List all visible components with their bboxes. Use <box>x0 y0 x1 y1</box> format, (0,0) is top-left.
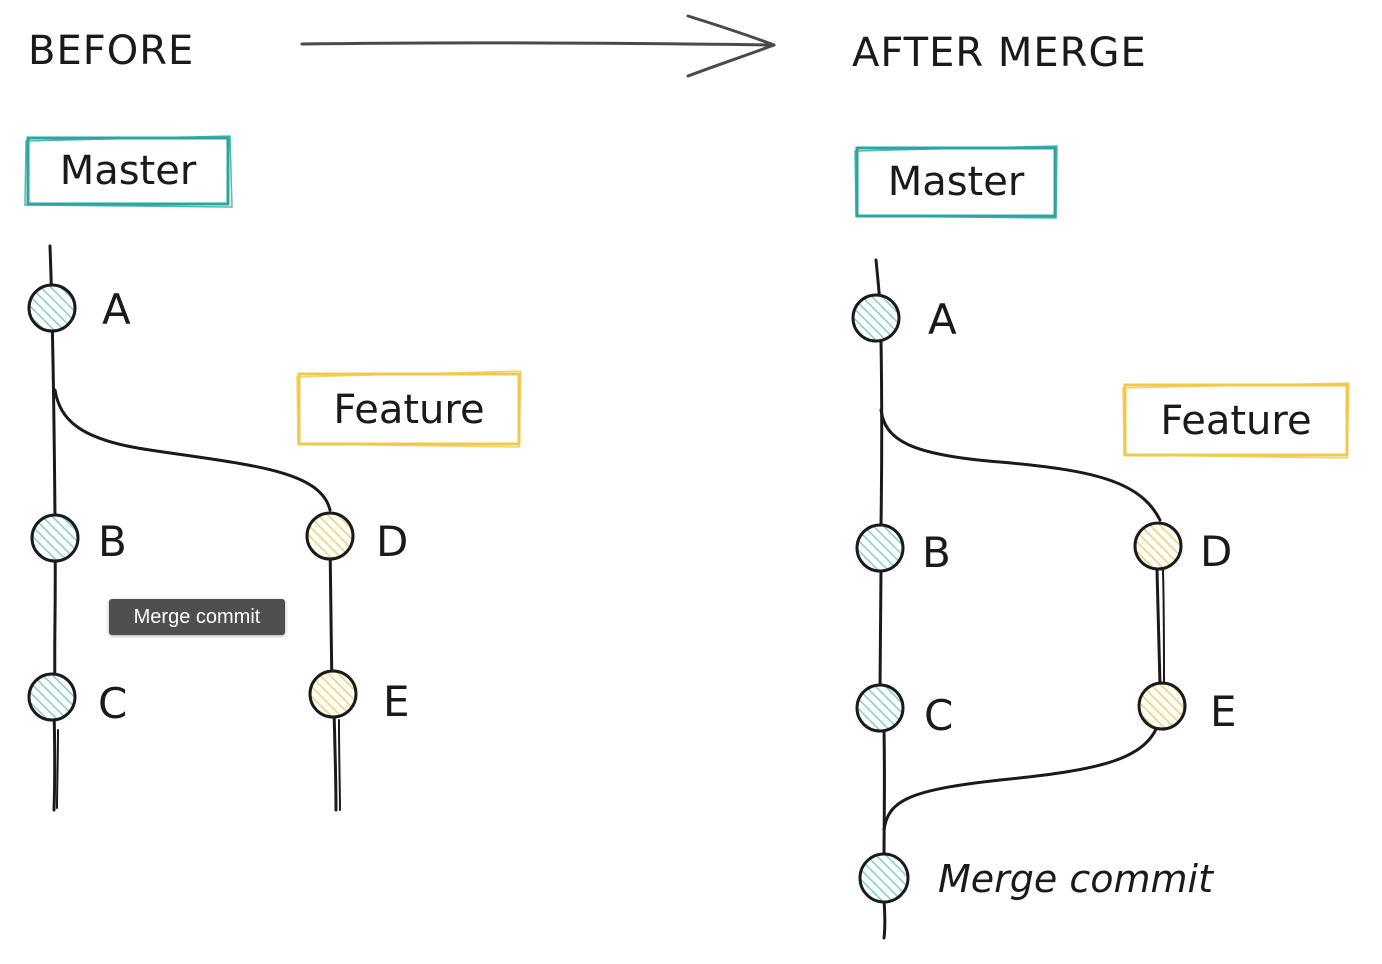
commit-c-label-after: C <box>924 691 953 740</box>
commit-e-after: E <box>1137 681 1237 736</box>
commit-d-label-after: D <box>1200 527 1232 576</box>
master-branch-box-after: Master <box>854 145 1058 219</box>
merge-commit-label: Merge commit <box>938 857 1215 901</box>
feature-branch-box-before: Feature <box>296 370 522 448</box>
feature-branch-label-before: Feature <box>333 387 484 433</box>
commit-b-label-after: B <box>922 528 951 577</box>
commit-d-label-before: D <box>376 517 408 566</box>
feature-branch-box-after: Feature <box>1122 382 1350 459</box>
commit-a-before: A <box>27 283 131 334</box>
feature-branch-label-after: Feature <box>1160 398 1311 444</box>
master-branch-label-after: Master <box>888 159 1025 205</box>
merge-commit-node: Merge commit <box>858 852 1215 904</box>
commit-a-label-before: A <box>102 285 131 334</box>
commit-c-label-before: C <box>98 679 127 728</box>
heading-after-merge: AFTER MERGE <box>852 30 1147 76</box>
master-branch-label-before: Master <box>60 148 197 194</box>
commit-e-label-before: E <box>383 677 410 726</box>
commit-e-before: E <box>308 669 410 726</box>
branch-lines-after <box>874 258 1165 940</box>
commit-b-label-before: B <box>98 517 127 566</box>
commit-a-after: A <box>851 293 957 344</box>
merge-commit-tooltip: Merge commit <box>109 599 285 635</box>
commit-c-after: C <box>855 683 953 740</box>
master-branch-box-before: Master <box>24 135 233 208</box>
commit-b-before: B <box>30 513 127 566</box>
commit-a-label-after: A <box>928 295 957 344</box>
heading-before: BEFORE <box>28 28 194 74</box>
transition-arrow-icon <box>300 14 776 78</box>
commit-c-before: C <box>27 672 127 728</box>
commit-d-after: D <box>1133 521 1232 576</box>
branch-lines-before <box>48 244 341 812</box>
commit-b-after: B <box>855 523 951 577</box>
commit-d-before: D <box>305 511 408 566</box>
commit-e-label-after: E <box>1210 687 1237 736</box>
